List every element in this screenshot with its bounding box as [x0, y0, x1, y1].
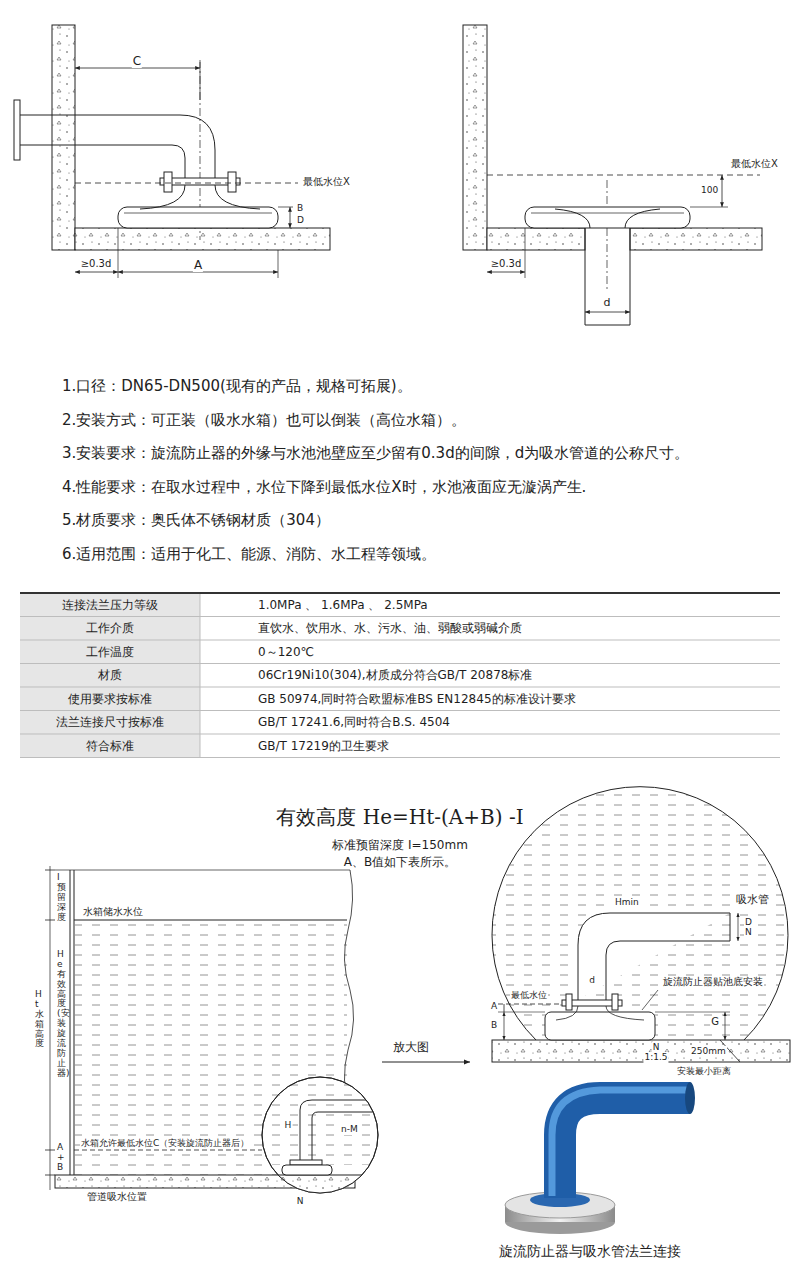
table-cell: 0～120℃ — [258, 645, 314, 659]
table-cell: 工作介质 — [86, 621, 134, 635]
tank-figure — [45, 866, 470, 1195]
dimension-label: d — [603, 296, 612, 309]
drawing-label: B — [490, 1020, 498, 1031]
table-cell: 法兰连接尺寸按标准 — [56, 715, 164, 729]
drawing-label: d — [588, 975, 596, 986]
note-line: 4.性能要求：在取水过程中，水位下降到最低水位X时，水池液面应无漩涡产生. — [62, 478, 586, 496]
drawing-label: 1:1.5 — [643, 1052, 668, 1063]
drawing-label: A — [490, 1001, 498, 1012]
drawing-label: 水箱允许最低水位C（安装旋流防止器后） — [80, 1138, 250, 1149]
note-line: 3.安装要求：旋流防止器的外缘与水池池壁应至少留有0.3d的间隙，d为吸水管道的… — [62, 444, 689, 462]
drawing-label: 水箱储水水位 — [82, 906, 144, 918]
table-cell: 06Cr19Ni10(304),材质成分符合GB/T 20878标准 — [258, 668, 532, 682]
picture-caption: 旋流防止器与吸水管法兰连接 — [499, 1243, 681, 1260]
note-line: 1.口径：DN65-DN500(现有的产品，规格可拓展)。 — [62, 377, 412, 395]
dimension-label: C — [132, 54, 142, 68]
table-cell: GB 50974,同时符合欧盟标准BS EN12845的标准设计要求 — [258, 692, 576, 706]
dimension-label: 最低水位X — [302, 176, 351, 188]
drawing-label: 标准预留深度 I=150mm — [332, 838, 468, 852]
spec-table — [20, 593, 780, 758]
drawing-label: 250mm — [690, 1046, 727, 1057]
table-cell: 连接法兰压力等级 — [62, 598, 158, 612]
drawing-label: A、B值如下表所示。 — [344, 855, 456, 869]
table-cell: GB/T 17241.6,同时符合B.S. 4504 — [258, 715, 450, 729]
inverted-install-figure — [463, 25, 762, 325]
table-cell: GB/T 17219的卫生要求 — [258, 739, 389, 753]
drawing-label: I预留深度 — [56, 873, 67, 922]
enlarged-figure — [490, 785, 790, 1062]
drawing-label: H — [284, 1120, 293, 1131]
drawing-label: He有效高度(安装旋流防止器) — [56, 950, 67, 1079]
drawing-label: G — [710, 1016, 720, 1028]
drawing-label: Ht水箱高度 — [34, 990, 45, 1049]
dimension-label: ≥0.3d — [80, 258, 113, 270]
drawing-label: 旋流防止器贴池底安装 — [662, 976, 764, 988]
table-cell: 使用要求按标准 — [68, 692, 152, 706]
drawing-label: 安装最小距离 — [676, 1066, 732, 1077]
table-cell: 直饮水、饮用水、水、污水、油、弱酸或弱碱介质 — [258, 621, 522, 635]
note-line: 5.材质要求：奥氏体不锈钢材质（304） — [62, 511, 330, 529]
drawing-label: n-M — [340, 1124, 359, 1135]
drawing-label: N — [296, 1196, 305, 1207]
drawing-label: Hmin — [614, 897, 640, 908]
product-picture — [505, 1082, 695, 1234]
table-cell: 符合标准 — [86, 739, 134, 753]
drawing-label: A+B — [56, 1143, 67, 1173]
drawing-label: DN — [744, 918, 755, 938]
dimension-label: A — [193, 258, 203, 272]
drawing-label: 最低水位 — [510, 990, 548, 1001]
drawing-label: 吸水管 — [735, 893, 770, 906]
note-line: 6.适用范围：适用于化工、能源、消防、水工程等领域。 — [62, 545, 436, 563]
normal-install-figure — [14, 25, 330, 278]
dimension-label: ≥0.3d — [490, 258, 523, 270]
table-cell: 材质 — [98, 668, 122, 682]
dimension-label: B — [296, 203, 304, 214]
drawing-label: 管道吸水位置 — [86, 1191, 148, 1203]
table-cell: 工作温度 — [86, 645, 134, 659]
table-cell: 1.0MPa 、 1.6MPa 、 2.5MPa — [258, 598, 428, 612]
dimension-label: 100 — [700, 185, 719, 196]
dimension-label: D — [296, 215, 305, 226]
note-line: 2.安装方式：可正装（吸水水箱）也可以倒装（高位水箱）。 — [62, 411, 466, 429]
drawing-label: 放大图 — [392, 1040, 430, 1054]
diagram-title: 有效高度 He=Ht-(A+B) -I — [276, 805, 523, 829]
dimension-label: 最低水位X — [730, 158, 779, 170]
